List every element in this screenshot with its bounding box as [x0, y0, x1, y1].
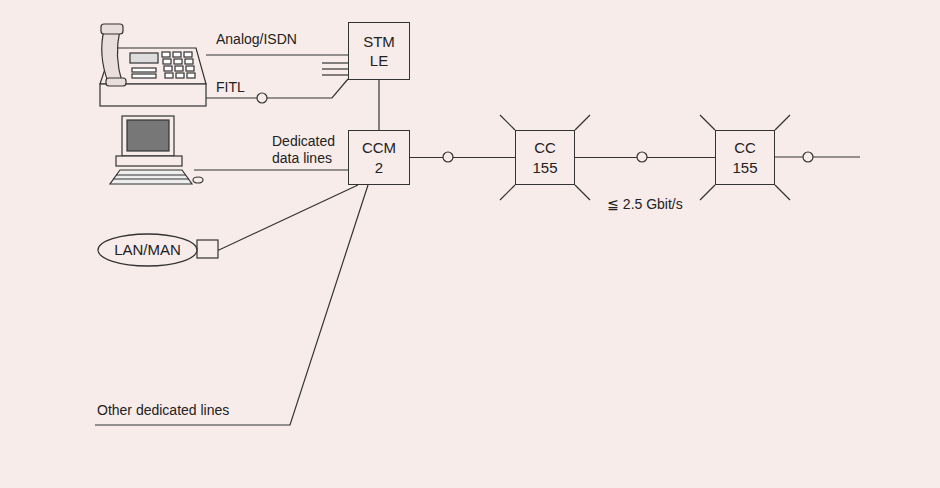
fibre-symbol	[637, 152, 647, 162]
telephone-illustration	[185, 59, 193, 64]
computer-illustration	[116, 156, 182, 166]
node-label: LAN/MAN	[114, 240, 181, 260]
line-label: Other dedicated lines	[97, 402, 229, 419]
network-ellipse: LAN/MAN	[97, 233, 198, 267]
computer-illustration	[116, 174, 186, 175]
computer-illustration	[122, 116, 174, 156]
interface-box	[197, 240, 218, 258]
telephone-illustration	[132, 52, 195, 78]
cross-connect-marks	[500, 115, 515, 130]
cross-connect-marks	[575, 115, 590, 130]
telephone-illustration	[162, 52, 170, 57]
connector-line	[378, 80, 379, 130]
fibre-symbol	[443, 152, 453, 162]
ellipse-outline	[98, 234, 197, 266]
subscriber-lines	[257, 93, 267, 103]
subscriber-lines	[206, 55, 348, 103]
rate-label: ≦ 2.5 Gbit/s	[605, 196, 685, 213]
cross-connect-marks	[775, 185, 790, 200]
telephone-illustration	[175, 66, 183, 71]
data-line	[194, 169, 348, 170]
telephone-illustration	[100, 84, 206, 106]
subscriber-lines	[206, 79, 348, 98]
connector-line	[198, 185, 358, 250]
node-label: CC 155	[725, 138, 765, 177]
telephone-illustration	[186, 66, 194, 71]
telephone-illustration	[174, 59, 182, 64]
telephone-illustration	[132, 74, 156, 78]
subscriber-lines	[206, 54, 348, 55]
dedicated-line	[95, 185, 368, 425]
cross-connect-marks	[575, 185, 590, 200]
telephone-illustration	[187, 73, 195, 78]
telephone-illustration	[100, 24, 206, 106]
cross-connect-box: CC 155	[715, 130, 775, 185]
telephone-illustration	[101, 24, 123, 34]
line-label: Dedicated data lines	[272, 133, 352, 167]
multiplexer-box: CCM 2	[348, 130, 410, 185]
telephone-illustration	[130, 53, 158, 63]
line-label: Analog/ISDN	[216, 31, 297, 48]
telephone-illustration	[164, 66, 172, 71]
telephone-illustration	[102, 30, 122, 82]
node-label: CCM 2	[359, 138, 399, 177]
telephone-illustration	[165, 73, 173, 78]
subscriber-lines	[322, 74, 348, 75]
subscriber-lines	[322, 68, 348, 69]
fibre-symbol	[803, 152, 813, 162]
telephone-illustration	[184, 52, 192, 57]
computer-illustration	[110, 170, 192, 184]
cross-connect-marks	[500, 185, 515, 200]
subscriber-lines	[322, 62, 348, 63]
line-label: FITL	[216, 79, 245, 96]
telephone-illustration	[163, 59, 171, 64]
connector-line	[410, 157, 515, 158]
node-label: STM LE	[359, 32, 399, 71]
computer-illustration	[113, 178, 189, 179]
computer-illustration	[110, 116, 203, 184]
telephone-illustration	[132, 68, 156, 72]
cross-connect-marks	[775, 115, 790, 130]
cross-connect-marks	[700, 185, 715, 200]
trunk-line	[775, 156, 860, 157]
cross-connect-box: CC 155	[515, 130, 575, 185]
exchange-box: STM LE	[348, 22, 410, 80]
telephone-illustration	[176, 73, 184, 78]
telephone-illustration	[173, 52, 181, 57]
computer-illustration	[127, 120, 169, 151]
cross-connect-marks	[700, 115, 715, 130]
telephone-illustration	[106, 78, 126, 86]
cross-connect-marks	[500, 115, 790, 200]
computer-illustration	[193, 177, 203, 183]
node-label: CC 155	[525, 138, 565, 177]
